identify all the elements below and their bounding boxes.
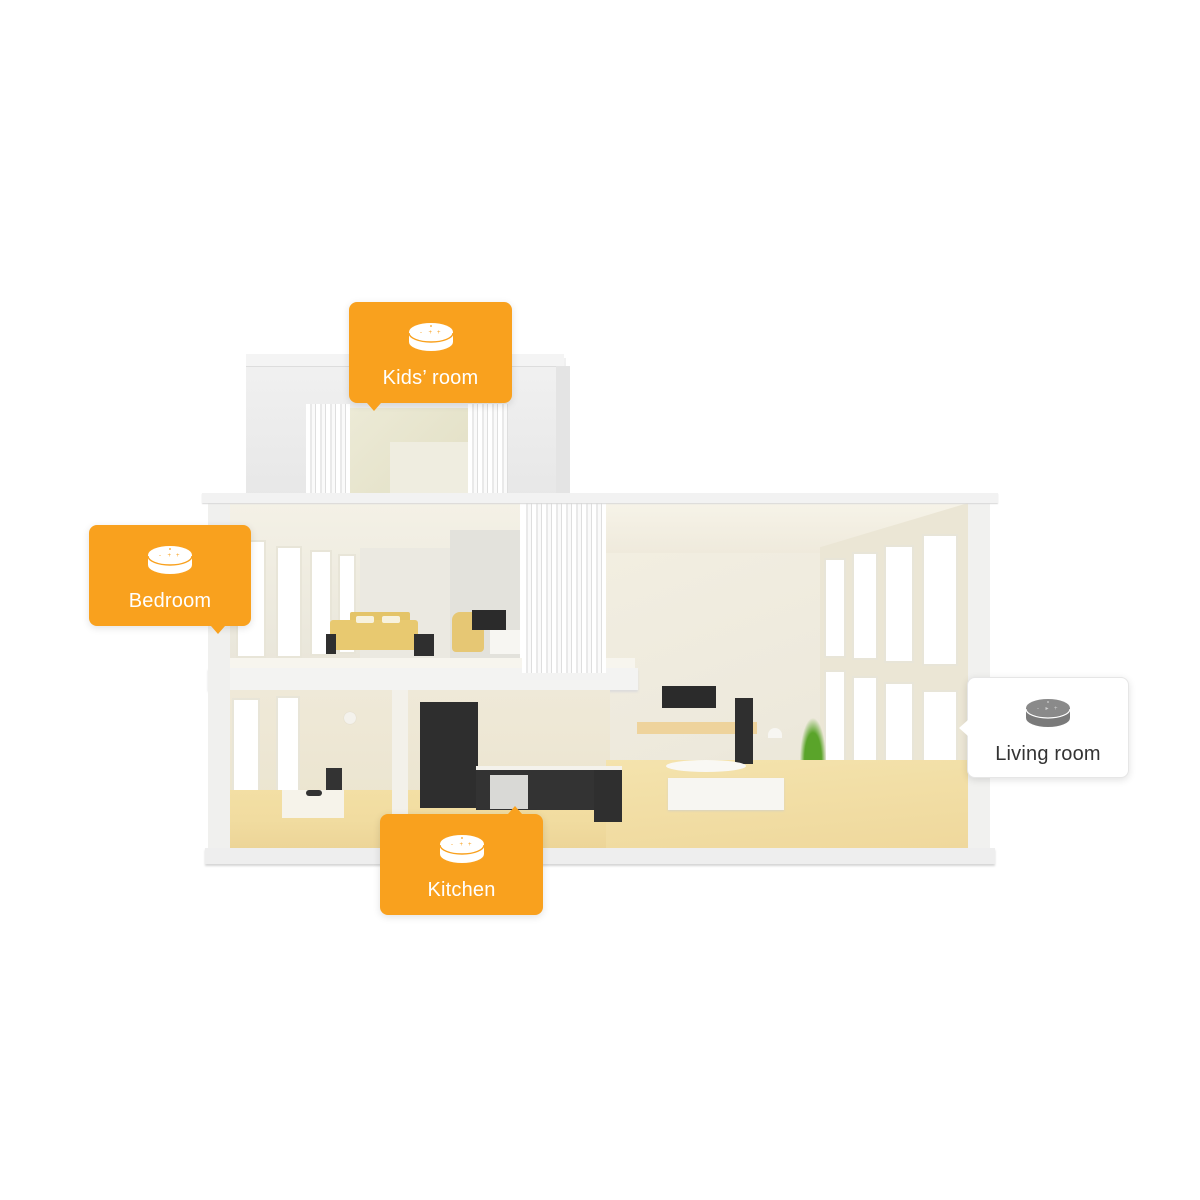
window	[884, 545, 914, 663]
svg-text:+: +	[459, 842, 463, 848]
nightstand	[414, 634, 434, 656]
wall-lamp	[344, 712, 356, 724]
bedroom-tv	[472, 610, 506, 630]
callout-pointer	[211, 626, 225, 634]
floor-slab	[208, 668, 638, 690]
kitchen-countertop	[476, 766, 622, 771]
smart-speaker-device	[306, 790, 322, 796]
kitchen-island	[594, 770, 622, 822]
coffee-table	[666, 760, 746, 772]
callout-label: Living room	[995, 743, 1101, 765]
sofa	[668, 778, 784, 810]
callout-pointer	[367, 403, 381, 411]
smart-speaker-icon: - + +	[145, 543, 195, 577]
bookshelf-speaker	[326, 768, 342, 790]
window	[922, 534, 958, 666]
callout-pointer	[959, 720, 968, 736]
callout-bedroom[interactable]: - + + Bedroom	[89, 525, 251, 634]
svg-text:-: -	[159, 553, 161, 559]
kids-room-curtain-left	[306, 404, 350, 496]
floor-lamp	[768, 728, 782, 738]
svg-text:+: +	[468, 842, 472, 848]
svg-text:+: +	[437, 330, 441, 336]
svg-text:-: -	[451, 842, 453, 848]
wall-shelf	[637, 722, 757, 734]
kids-room-curtain-right	[468, 404, 508, 496]
pillow	[382, 616, 400, 623]
callout-label: Kitchen	[427, 879, 496, 901]
bed	[330, 620, 418, 650]
living-room-floor	[606, 760, 968, 850]
callout-kids-room[interactable]: - + + Kids’ room	[349, 302, 512, 411]
svg-text:-: -	[1037, 706, 1039, 712]
nightstand	[326, 634, 336, 654]
callout-label: Bedroom	[128, 590, 212, 612]
callout-living-room[interactable]: - ▸ + Living room	[959, 677, 1129, 778]
pillar	[392, 690, 408, 820]
callout-pointer	[508, 806, 522, 814]
roof-slab	[202, 493, 998, 503]
foundation-slab	[205, 848, 995, 864]
kids-room-interior	[350, 408, 468, 496]
pillow	[356, 616, 374, 623]
attic-side-wall	[556, 366, 570, 496]
plant	[798, 712, 828, 760]
callout-kitchen[interactable]: - + + Kitchen	[380, 806, 543, 915]
svg-text:+: +	[1054, 706, 1058, 712]
refrigerator	[420, 702, 478, 808]
window	[824, 558, 846, 658]
floor-speaker	[735, 698, 753, 764]
smart-speaker-icon: - + +	[406, 320, 456, 354]
svg-text:▸: ▸	[1046, 706, 1049, 712]
smart-speaker-icon: - ▸ +	[1023, 696, 1073, 730]
smart-speaker-icon: - + +	[437, 832, 487, 866]
svg-text:+: +	[176, 553, 180, 559]
living-room-tv	[662, 686, 716, 708]
middle-curtain	[522, 503, 606, 673]
window	[276, 546, 302, 658]
svg-text:-: -	[420, 330, 422, 336]
svg-text:+: +	[428, 330, 432, 336]
dishwasher	[490, 775, 528, 809]
svg-text:+: +	[168, 553, 172, 559]
window	[852, 552, 878, 660]
window	[310, 550, 332, 656]
tv-stand	[490, 630, 520, 654]
callout-label: Kids’ room	[382, 367, 479, 389]
